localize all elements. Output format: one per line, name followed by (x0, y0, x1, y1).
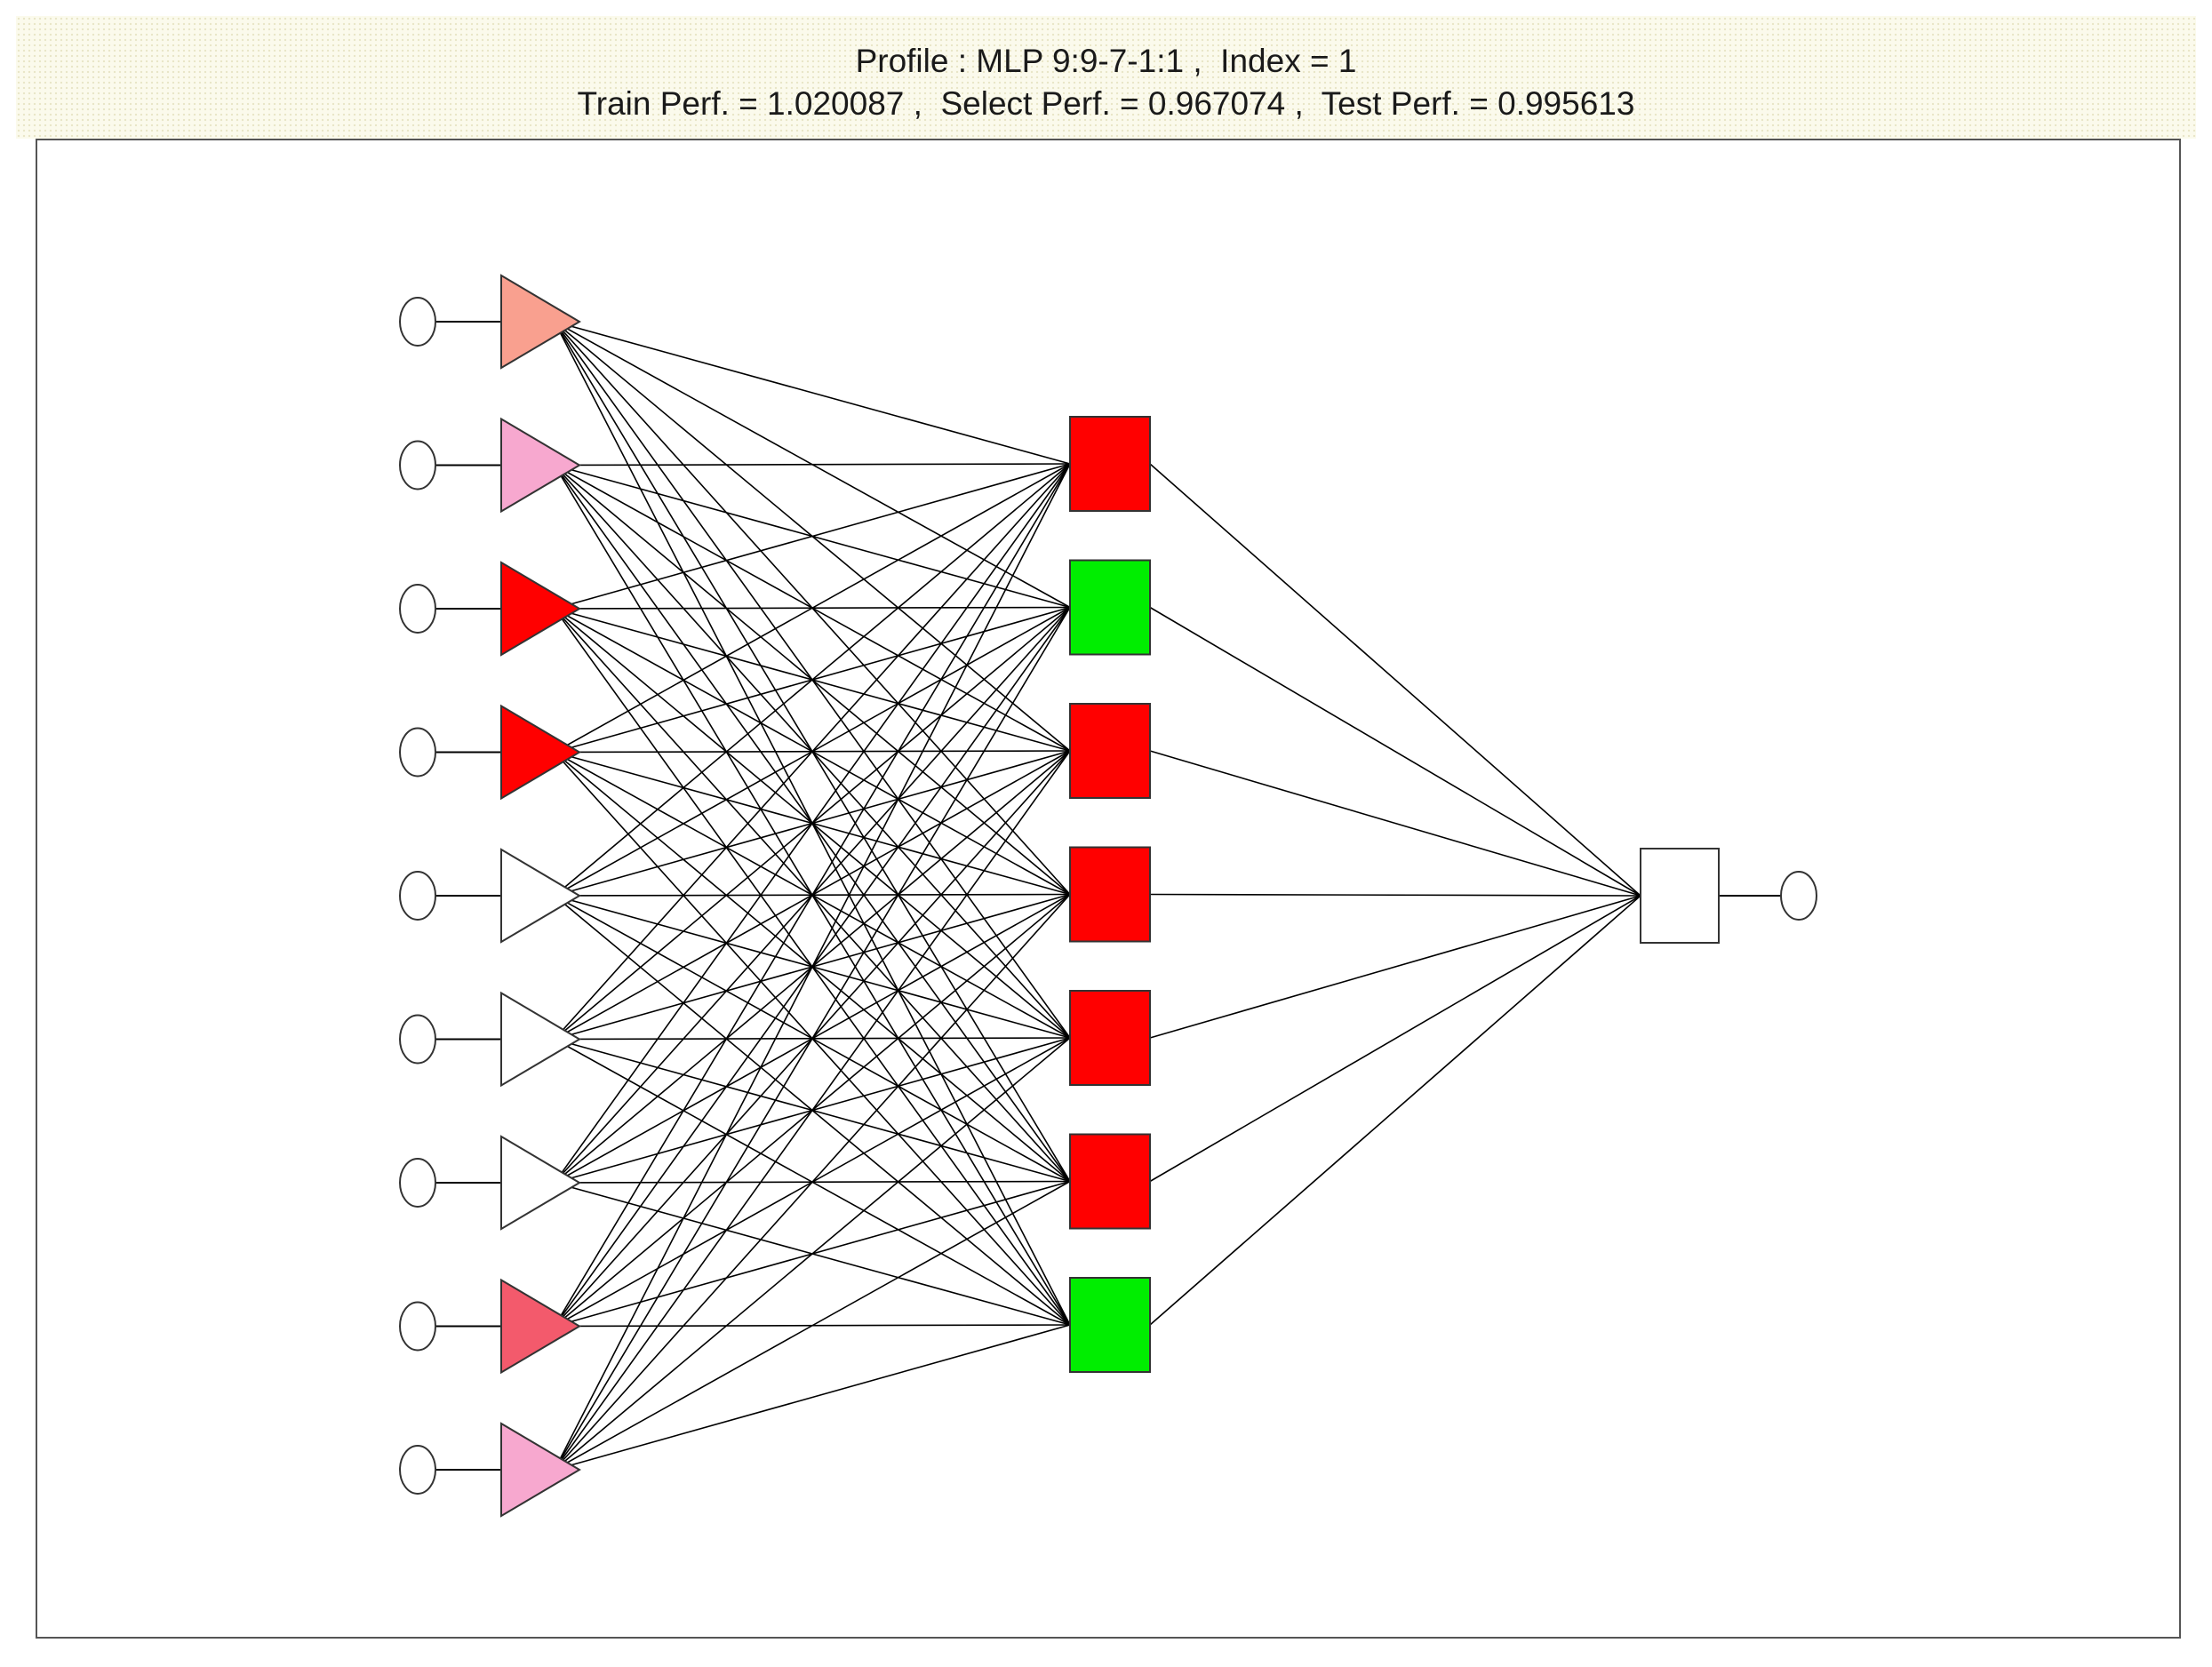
hidden-unit-square (1069, 846, 1151, 943)
connection-line (1149, 463, 1641, 897)
hidden-unit-square (1069, 416, 1151, 512)
input-unit-triangle (500, 561, 581, 657)
connection-line (554, 463, 1071, 1184)
input-terminal-circle (399, 1445, 436, 1495)
connection-line (554, 463, 1071, 1041)
connection-line (1149, 606, 1641, 897)
input-unit-triangle (500, 848, 581, 944)
input-terminal-circle (399, 871, 436, 921)
profile-title: Profile : MLP 9:9-7-1:1 , Index = 1 (855, 43, 1357, 79)
performance-summary: Train Perf. = 1.020087 , Select Perf. = … (577, 85, 1635, 122)
connection-line (1149, 895, 1641, 1326)
connection-line (1149, 895, 1641, 1039)
input-unit-triangle (500, 1278, 581, 1375)
input-terminal-circle (399, 297, 436, 347)
input-unit-triangle (500, 704, 581, 801)
input-unit-triangle (500, 274, 581, 370)
connection-line (1149, 893, 1641, 897)
input-unit-triangle (500, 991, 581, 1088)
connections (554, 321, 1641, 1471)
input-terminal-circle (399, 440, 436, 491)
connection-line (554, 463, 1071, 1471)
connection-line (1149, 750, 1641, 897)
connection-line (554, 463, 1071, 897)
connection-line (554, 463, 1071, 467)
hidden-unit-square (1069, 1133, 1151, 1230)
hidden-unit-square (1069, 990, 1151, 1086)
hidden-unit-square (1069, 1277, 1151, 1373)
connection-line (554, 893, 1071, 1471)
profile-header: Profile : MLP 9:9-7-1:1 , Index = 1 Trai… (16, 16, 2196, 139)
input-unit-triangle (500, 1135, 581, 1231)
input-terminal-circle (399, 1158, 436, 1208)
input-terminal-circle (399, 727, 436, 778)
connection-line (1149, 895, 1641, 1183)
connection-line (554, 463, 1071, 754)
connection-line (554, 1037, 1071, 1471)
connection-line (554, 463, 1071, 610)
hidden-unit-square (1069, 703, 1151, 799)
nodes (399, 274, 1817, 1518)
connection-line (554, 750, 1071, 1471)
input-unit-triangle (500, 1422, 581, 1518)
hidden-unit-square (1069, 559, 1151, 656)
connection-line (554, 463, 1071, 1327)
connection-line (554, 1180, 1071, 1471)
connection-line (554, 1324, 1071, 1471)
connection-line (554, 321, 1071, 465)
connection-line (554, 607, 1071, 1471)
output-unit-square (1640, 848, 1720, 944)
input-terminal-circle (399, 1014, 436, 1065)
input-terminal-circle (399, 584, 436, 634)
output-terminal-circle (1780, 871, 1817, 921)
input-unit-triangle (500, 417, 581, 514)
input-terminal-circle (399, 1301, 436, 1352)
